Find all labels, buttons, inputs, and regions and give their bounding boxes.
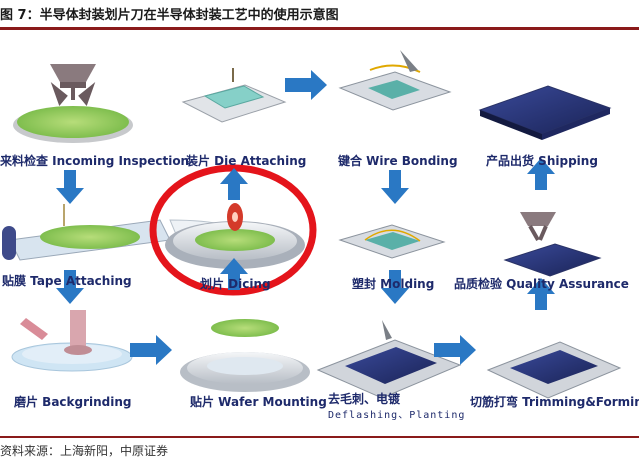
quality-assurance-illustration bbox=[503, 212, 602, 277]
label-deflashing-en: Deflashing、Planting bbox=[328, 410, 466, 421]
label-trimming-forming: 切筋打弯 Trimming&Forming bbox=[470, 395, 639, 409]
process-diagram bbox=[2, 50, 622, 399]
label-shipping: 产品出货 Shipping bbox=[486, 154, 598, 168]
arrow-up-3 bbox=[527, 278, 555, 310]
wire-bonding-illustration bbox=[338, 50, 452, 111]
label-wire-bonding: 键合 Wire Bonding bbox=[338, 154, 458, 168]
dicing-highlight-ring bbox=[149, 164, 317, 296]
arrow-down-3 bbox=[381, 170, 409, 204]
arrow-down-1 bbox=[56, 170, 84, 204]
label-deflashing-cn: 去毛刺、电镀 bbox=[328, 392, 401, 406]
arrow-right-1 bbox=[130, 335, 172, 365]
wafer-mounting-illustration bbox=[180, 319, 310, 392]
label-wafer-mounting: 贴片 Wafer Mounting bbox=[190, 395, 327, 409]
label-backgrinding: 磨片 Backgrinding bbox=[14, 395, 132, 409]
title-divider bbox=[0, 27, 639, 30]
footer-divider bbox=[0, 436, 639, 438]
label-incoming-inspection: 来料检查 Incoming Inspection bbox=[0, 154, 190, 168]
shipping-illustration bbox=[478, 85, 612, 140]
arrow-down-4 bbox=[381, 270, 409, 304]
label-molding: 塑封 Molding bbox=[352, 277, 435, 291]
arrow-up-1 bbox=[220, 258, 248, 290]
arrow-right-3 bbox=[434, 335, 476, 365]
arrow-up-4 bbox=[527, 158, 555, 190]
source-note: 资料来源：上海新阳，中原证券 bbox=[0, 444, 169, 458]
trimming-forming-illustration bbox=[486, 341, 622, 399]
molding-illustration bbox=[338, 224, 446, 259]
incoming-inspection-illustration bbox=[13, 64, 133, 143]
backgrinding-illustration bbox=[11, 310, 133, 372]
arrow-up-2 bbox=[220, 168, 248, 200]
figure-title: 图 7：半导体封装划片刀在半导体封装工艺中的使用示意图 bbox=[0, 8, 339, 23]
label-tape-attaching: 贴膜 Tape Attaching bbox=[2, 274, 132, 288]
dicing-illustration bbox=[165, 203, 305, 269]
label-quality-assurance: 品质检验 Quality Assurance bbox=[454, 277, 629, 291]
label-die-attaching: 装片 Die Attaching bbox=[186, 154, 307, 168]
deflashing-illustration bbox=[316, 320, 462, 399]
arrow-down-2 bbox=[56, 270, 84, 304]
die-attaching-illustration bbox=[181, 68, 287, 123]
flow-arrows bbox=[56, 70, 555, 365]
label-dicing: 划片 Dicing bbox=[200, 277, 271, 291]
arrow-right-2 bbox=[285, 70, 327, 100]
